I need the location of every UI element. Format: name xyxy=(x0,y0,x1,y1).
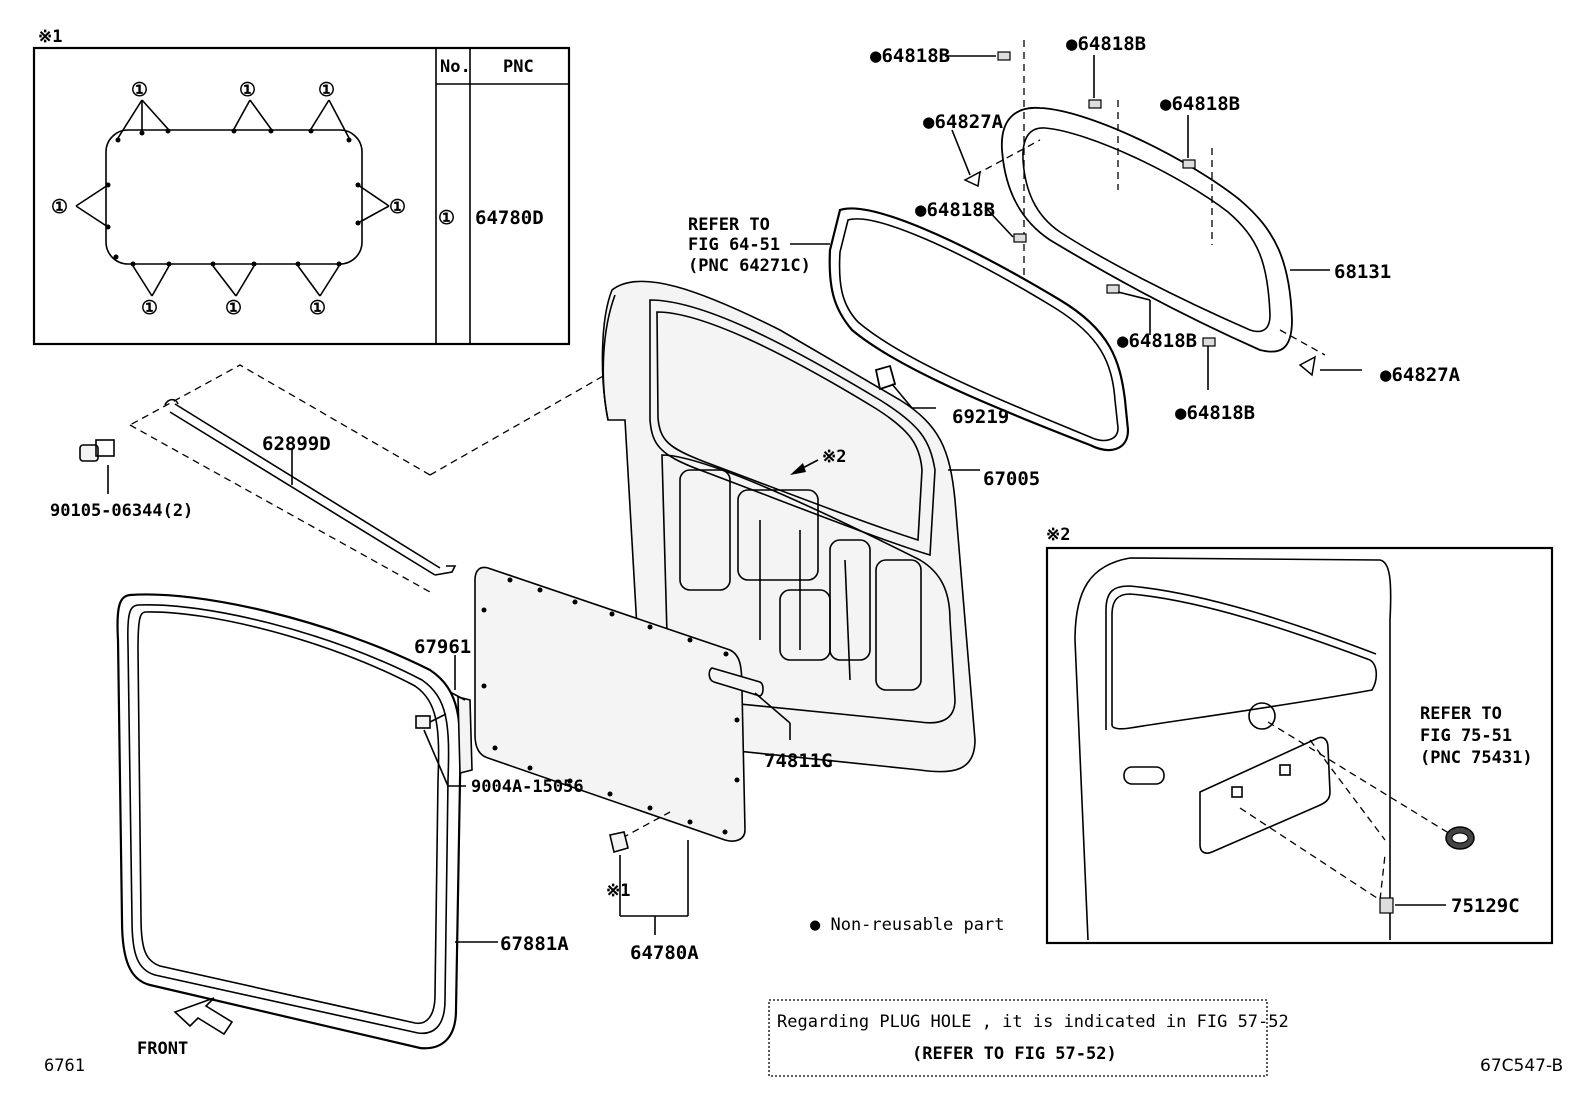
callout-1-right: ① xyxy=(389,196,406,218)
label-64818b-b: ●64818B xyxy=(1066,33,1146,55)
clip-mark-1: ※1 xyxy=(606,881,630,901)
callout-1-top-mid: ① xyxy=(239,79,256,101)
label-67961: 67961 xyxy=(414,636,471,658)
note-line-2: (REFER TO FIG 57-52) xyxy=(912,1044,1117,1064)
clip-75129c xyxy=(1379,897,1394,914)
front-label: FRONT xyxy=(137,1039,188,1059)
clip-dots xyxy=(105,128,361,267)
trim-clip xyxy=(609,831,629,853)
label-64827a-b: ●64827A xyxy=(1380,364,1461,386)
callout-1-top-left: ① xyxy=(131,79,148,101)
refer-emblem-line-1: REFER TO xyxy=(1420,704,1502,724)
inset-1-frame xyxy=(32,46,571,346)
plug-hole-note: Regarding PLUG HOLE , it is indicated in… xyxy=(768,999,1289,1077)
label-64827a-a: ●64827A xyxy=(923,111,1004,133)
refer-emblem-line-2: FIG 75-51 xyxy=(1420,726,1512,746)
label-64818b-f: ●64818B xyxy=(1175,402,1255,424)
clips-64818b xyxy=(997,51,1216,347)
inset-1: ※1 No. PNC ① 64780D xyxy=(32,27,571,346)
door-mark-2: ※2 xyxy=(822,447,846,467)
label-67881a: 67881A xyxy=(500,933,569,955)
label-62899d: 62899D xyxy=(262,433,331,455)
callout-1-bottom-mid: ① xyxy=(225,297,242,319)
label-64780a: 64780A xyxy=(630,942,699,964)
screw-9004a xyxy=(415,713,447,729)
refer-glass-line-2: FIG 64-51 xyxy=(688,235,780,255)
pull-handle xyxy=(708,667,764,697)
table-row-no: ① xyxy=(438,207,455,229)
label-90105-06344: 90105-06344(2) xyxy=(50,501,193,521)
front-arrow-icon xyxy=(173,997,234,1036)
window-glass-seal xyxy=(828,207,1130,452)
label-68131: 68131 xyxy=(1334,261,1391,283)
door-stay-rod xyxy=(164,398,457,576)
inset-1-mark: ※1 xyxy=(38,27,62,47)
label-9004a-15056: 9004A-15056 xyxy=(471,777,584,797)
label-64818b-e: ●64818B xyxy=(1117,330,1197,352)
callout-1-bottom-left: ① xyxy=(141,297,158,319)
refer-emblem-line-3: (PNC 75431) xyxy=(1420,748,1533,768)
label-64818b-a: ●64818B xyxy=(870,45,950,67)
window-garnish-frame xyxy=(1001,107,1293,353)
callout-1-left: ① xyxy=(51,196,68,218)
label-75129c: 75129C xyxy=(1451,895,1520,917)
inset-2-mark: ※2 xyxy=(1046,525,1070,545)
note-line-1: Regarding PLUG HOLE , it is indicated in… xyxy=(777,1012,1289,1032)
callout-1-top-right: ① xyxy=(318,79,335,101)
page-code: 6761 xyxy=(44,1056,85,1076)
table-header-pnc: PNC xyxy=(503,57,534,77)
callout-markers: ① ① ① ① ① ① ① ① xyxy=(51,79,406,319)
label-69219: 69219 xyxy=(952,406,1009,428)
table-header-no: No. xyxy=(440,57,471,77)
inset-2-frame xyxy=(1045,546,1554,945)
fastener-69219 xyxy=(874,364,897,391)
label-64818b-d: ●64818B xyxy=(915,199,995,221)
figure-code: 67C547-B xyxy=(1480,1056,1563,1076)
refer-glass-line-1: REFER TO xyxy=(688,215,770,235)
table-row-pnc: 64780D xyxy=(475,207,544,229)
pull-strap xyxy=(449,691,473,775)
inset-2: ※2 xyxy=(1045,525,1554,945)
trim-board-64780a xyxy=(474,566,746,842)
label-74811g: 74811G xyxy=(764,750,833,772)
bolt-90105 xyxy=(79,439,115,462)
label-64818b-c: ●64818B xyxy=(1160,93,1240,115)
door-weatherstrip xyxy=(116,593,462,1050)
pins-64827a xyxy=(963,170,1316,377)
label-67005: 67005 xyxy=(983,468,1040,490)
refer-glass-line-3: (PNC 64271C) xyxy=(688,256,811,276)
callout-1-bottom-right: ① xyxy=(309,297,326,319)
legend-non-reusable: ● Non-reusable part xyxy=(810,915,1004,935)
trim-board-outline xyxy=(105,129,363,265)
